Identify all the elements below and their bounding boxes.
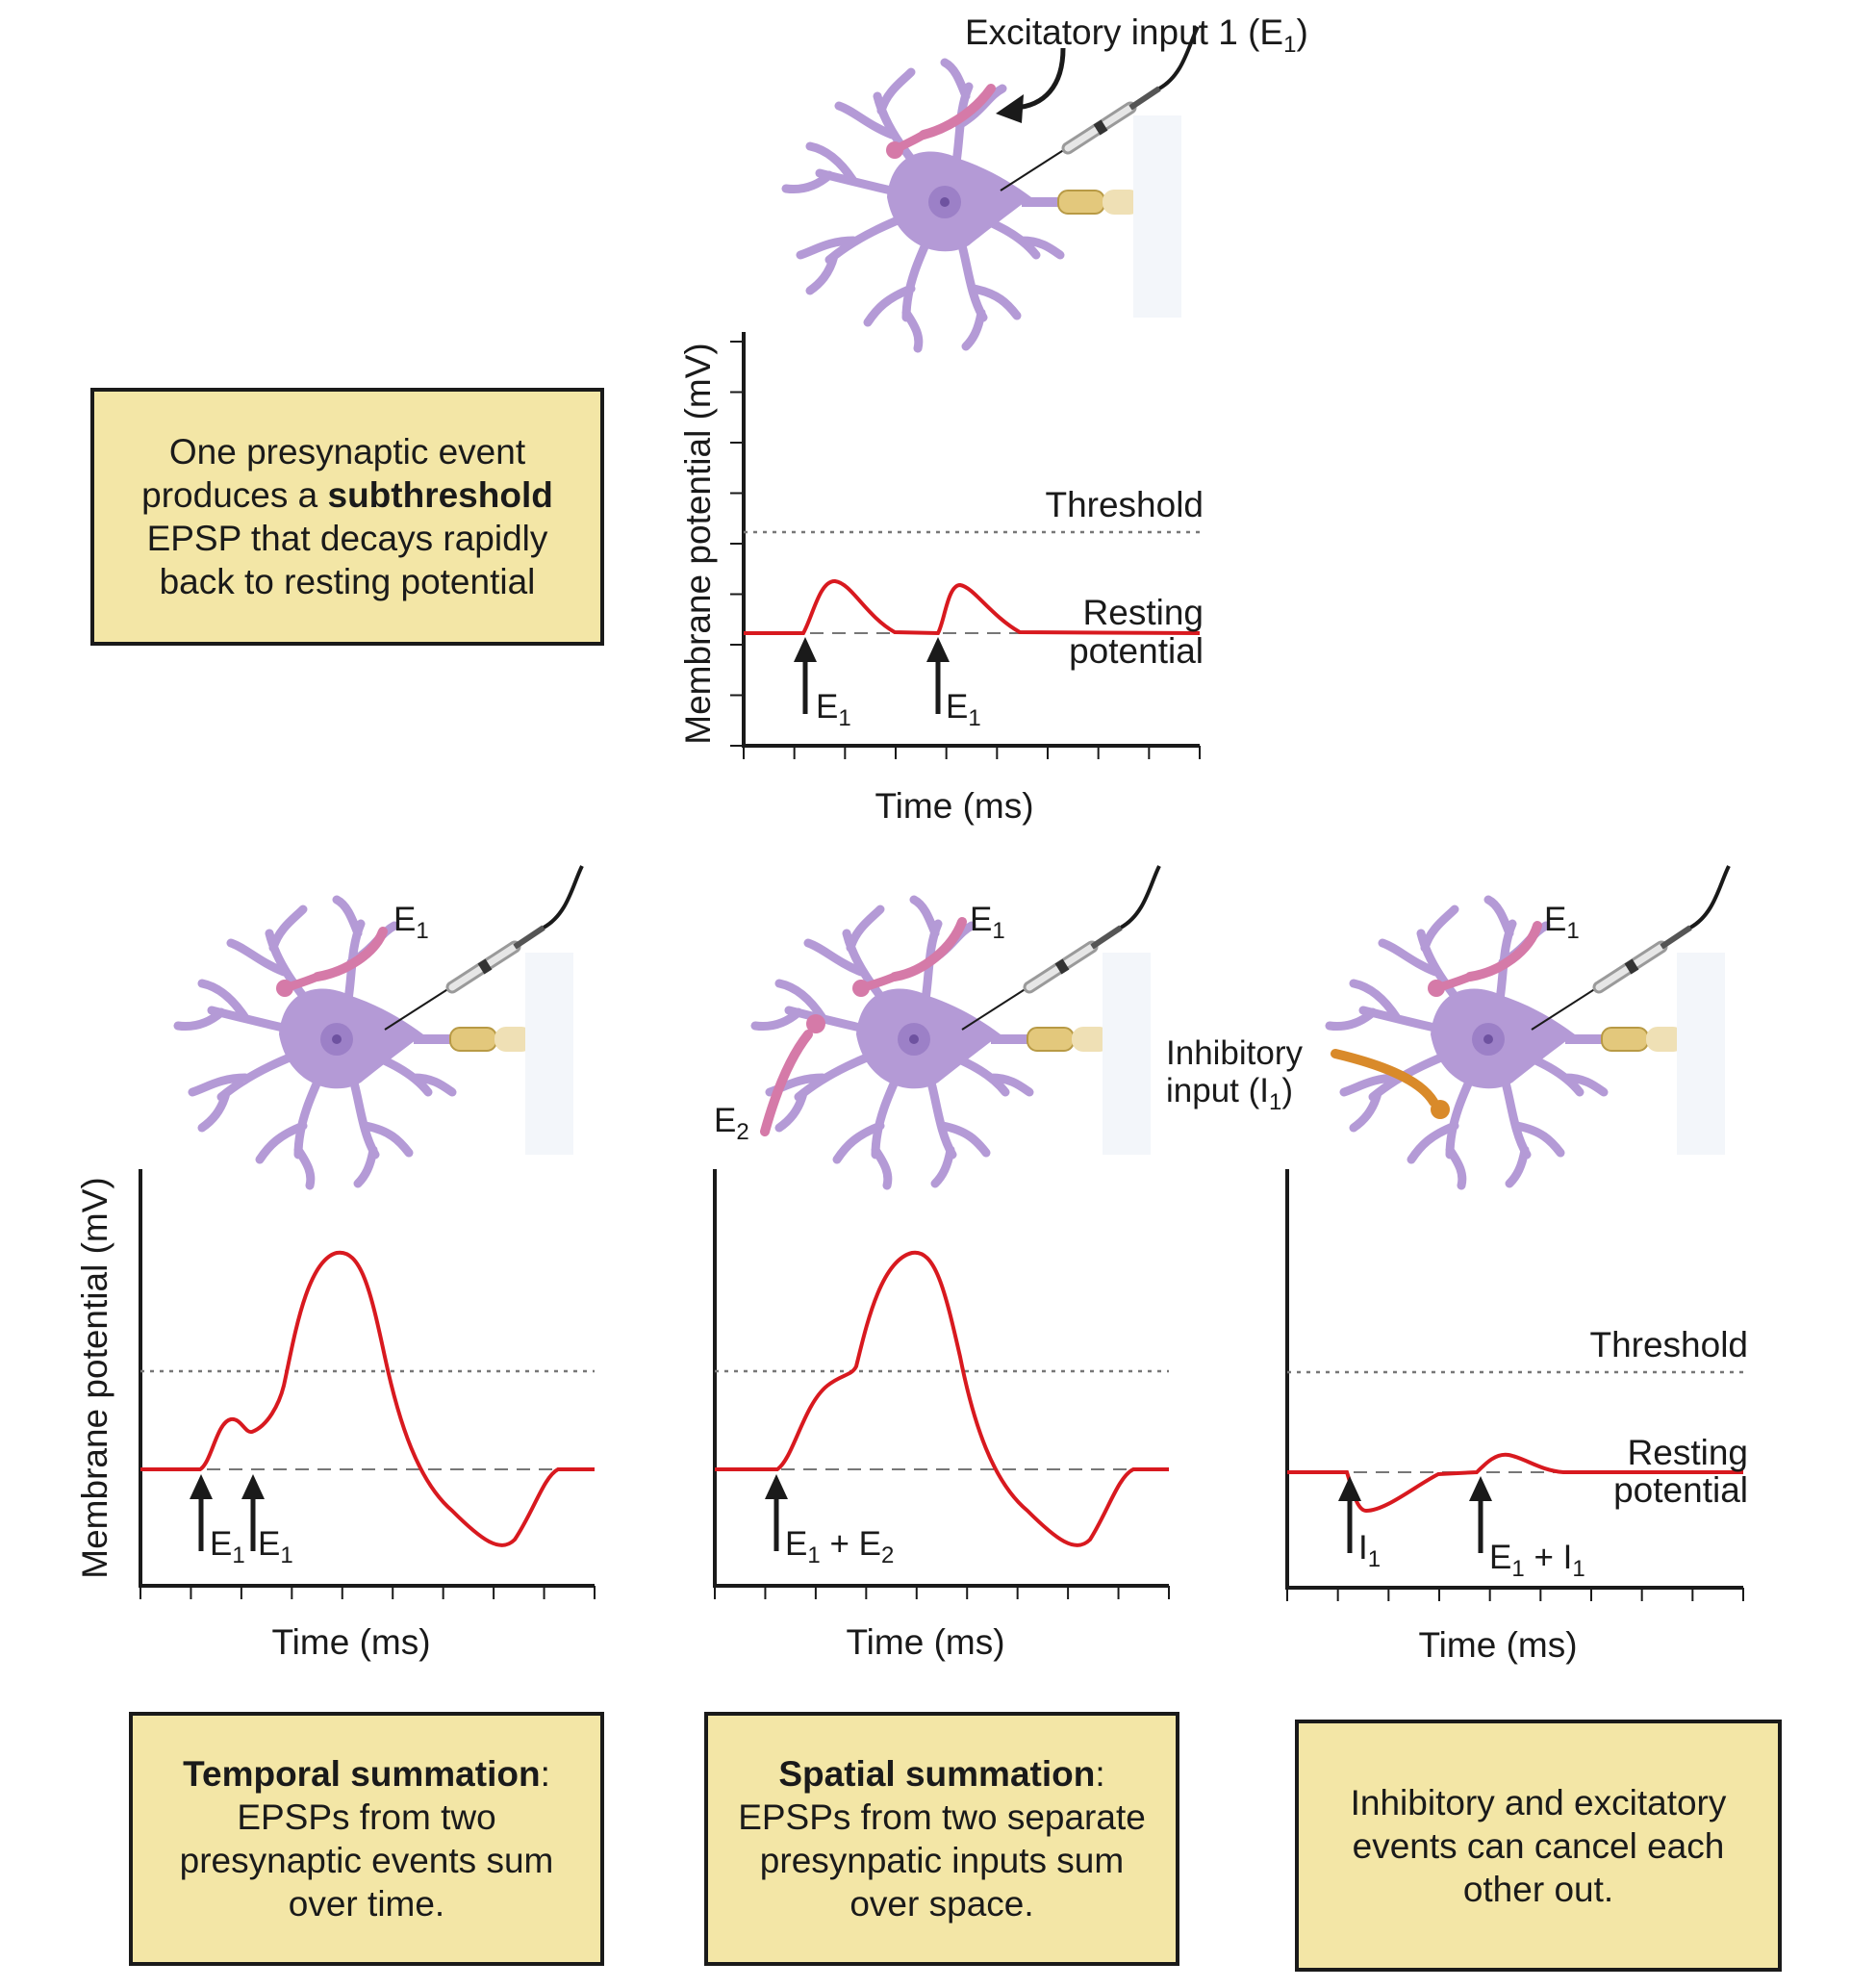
excitatory-axon-1-icon [890, 917, 967, 981]
resting-label-line-1: Resting [1083, 593, 1204, 632]
threshold-label: Threshold [1589, 1325, 1748, 1364]
inhibitory-callout: Inhibitory and excitatory events can can… [1295, 1720, 1782, 1972]
membrane-trace [1287, 1452, 1743, 1514]
event-label-2: E1 [946, 688, 981, 731]
inhibitory-chart: I1 E1 + I1 Threshold Resting potential T… [1285, 1169, 1748, 1665]
membrane-trace [140, 1250, 595, 1547]
excitatory-axon-icon [313, 927, 388, 981]
resting-label-line-1: Resting [1628, 1433, 1748, 1472]
excitatory-axon-icon [1465, 921, 1542, 981]
membrane-trace [744, 579, 1201, 636]
inhibitory-input-label-line-1: Inhibitory [1166, 1034, 1304, 1072]
x-axis-label: Time (ms) [271, 1622, 430, 1662]
top-callout: One presynaptic event produces a subthre… [90, 388, 604, 646]
top-neuron-illustration [786, 27, 1198, 348]
threshold-label: Threshold [1045, 485, 1204, 524]
spatial-callout: Spatial summation: EPSPs from two separa… [704, 1712, 1179, 1966]
inhibitory-neuron-illustration [1330, 866, 1729, 1185]
input-1-label: Excitatory input 1 (E1) [965, 13, 1308, 58]
temporal-chart: E1 E1 Membrane potential (mV) Time (ms) [75, 1169, 596, 1662]
inhibitory-input-label-line-2: input (I1) [1166, 1072, 1293, 1115]
y-axis-label: Membrane potential (mV) [678, 343, 718, 744]
temporal-neuron-illustration [178, 866, 582, 1185]
top-callout-text: One presynaptic event produces a subthre… [141, 432, 553, 601]
event-label-2: E1 + I1 [1489, 1539, 1585, 1582]
neuron-input-label: E1 [393, 901, 429, 944]
spatial-neuron-illustration [755, 866, 1159, 1185]
top-chart: E1 E1 Threshold Resting potential Membra… [678, 332, 1204, 826]
inhibitory-axon-icon [1331, 1049, 1438, 1107]
event-arrow-1 [794, 637, 817, 714]
temporal-callout-text: Temporal summation: EPSPs from two presy… [179, 1754, 554, 1924]
resting-label-line-2: potential [1613, 1470, 1748, 1510]
event-label-1: E1 [210, 1525, 245, 1568]
x-axis-label: Time (ms) [875, 786, 1033, 826]
neuron-icon [786, 63, 1181, 348]
temporal-callout: Temporal summation: EPSPs from two presy… [129, 1712, 604, 1966]
spatial-callout-text: Spatial summation: EPSPs from two separa… [738, 1754, 1146, 1924]
stimulus-arrow-icon [1014, 47, 1066, 111]
neuron-input-1-label: E1 [970, 901, 1005, 944]
y-axis-label: Membrane potential (mV) [75, 1177, 114, 1578]
event-label: E1 + E2 [785, 1525, 894, 1568]
neuron-input-2-label: E2 [714, 1102, 749, 1145]
x-axis-label: Time (ms) [1418, 1625, 1577, 1665]
excitatory-axon-icon [919, 84, 996, 140]
event-label-1: I1 [1358, 1529, 1381, 1572]
inhibitory-callout-text: Inhibitory and excitatory events can can… [1350, 1782, 1727, 1909]
x-axis-label: Time (ms) [846, 1622, 1004, 1662]
excitatory-axon-2-icon [760, 1030, 813, 1136]
event-label-2: E1 [258, 1525, 293, 1568]
membrane-trace [715, 1250, 1169, 1547]
spatial-chart: E1 + E2 Time (ms) [713, 1169, 1170, 1662]
neuron-input-label: E1 [1544, 901, 1580, 944]
event-label-1: E1 [816, 688, 851, 731]
resting-label-line-2: potential [1069, 631, 1204, 671]
